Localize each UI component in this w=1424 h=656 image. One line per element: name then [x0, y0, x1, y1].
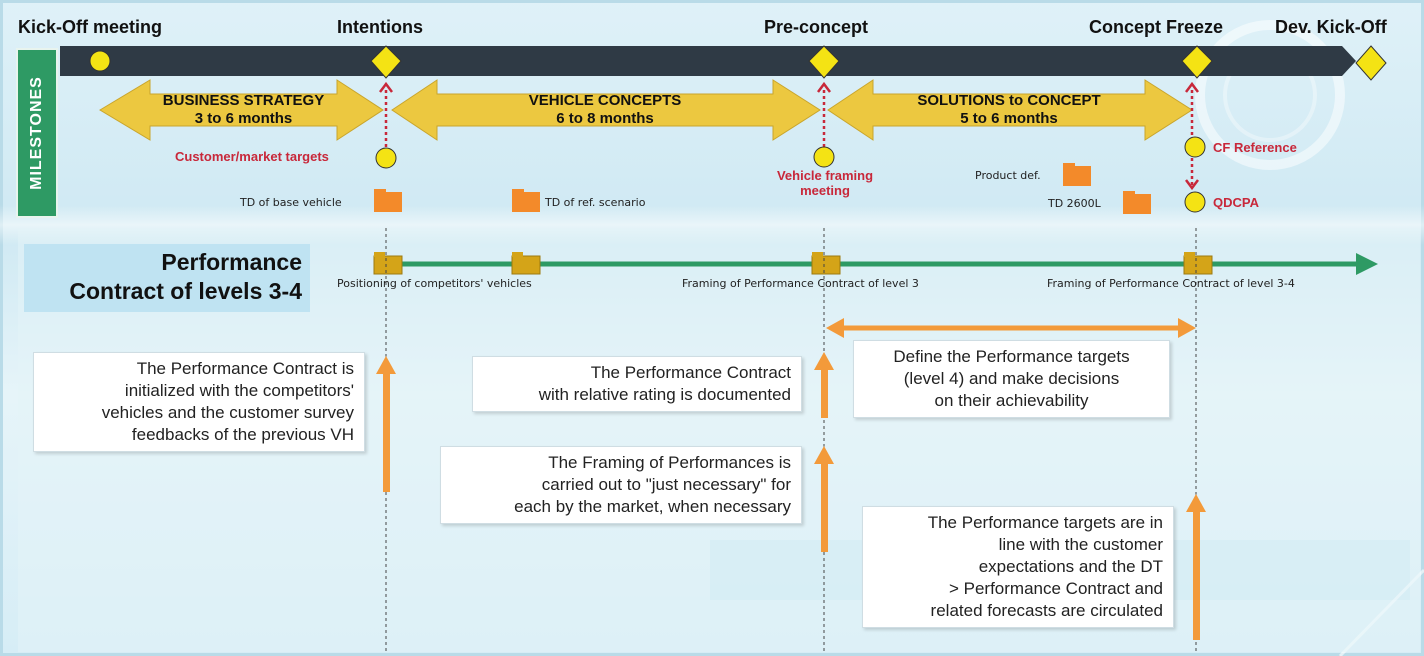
performance-title-line2: Contract of levels 3-4 [69, 278, 302, 304]
folder-td-ref-scenario-icon [512, 189, 540, 212]
orange-up-arrow-intentions [376, 356, 396, 492]
phase-business-strategy-title: BUSINESS STRATEGY [162, 92, 325, 109]
note-define-targets: Define the Performance targets (level 4)… [853, 340, 1170, 418]
note-targets-in-line-line: related forecasts are circulated [930, 601, 1163, 620]
note-initialized-line: initialized with the competitors' [124, 381, 354, 400]
note-documented-line: with relative rating is documented [538, 385, 791, 404]
positioning-label: Positioning of competitors' vehicles [337, 277, 532, 290]
qdcpa-circle [1184, 191, 1206, 213]
note-initialized-line: The Performance Contract is [136, 359, 354, 378]
performance-contract-title: Performance Contract of levels 3-4 [24, 244, 310, 312]
customer-targets-circle [375, 147, 397, 169]
td-2600l-label: TD 2600L [1048, 197, 1101, 210]
milestone-concept-freeze-label: Concept Freeze [1089, 17, 1224, 37]
phase-arrow-business-strategy [99, 79, 384, 141]
qdcpa-label: QDCPA [1213, 195, 1259, 210]
milestone-intentions-label: Intentions [337, 17, 423, 37]
cf-reference-circle [1184, 136, 1206, 158]
orange-double-arrow-right [1178, 318, 1196, 338]
folder-positioning-icon [373, 252, 403, 275]
phase-vehicle-concepts-text: VEHICLE CONCEPTS 6 to 8 months [437, 92, 773, 128]
product-def-label: Product def. [975, 169, 1041, 182]
cf-reference-label: CF Reference [1213, 140, 1297, 155]
phase-business-strategy-text: BUSINESS STRATEGY 3 to 6 months [150, 92, 337, 128]
timeline-bar [60, 46, 1356, 76]
orange-double-arrow-left [826, 318, 844, 338]
phase-business-strategy-duration: 3 to 6 months [194, 110, 293, 127]
note-framing: The Framing of Performances is carried o… [440, 446, 802, 524]
phase-vehicle-concepts-title: VEHICLE CONCEPTS [528, 92, 682, 109]
milestone-dev-kickoff-label: Dev. Kick-Off [1275, 17, 1387, 37]
customer-targets-label: Customer/market targets [175, 149, 329, 164]
td-ref-scenario-label: TD of ref. scenario [545, 196, 646, 209]
note-define-targets-line: on their achievability [934, 391, 1089, 410]
note-define-targets-line: Define the Performance targets [893, 347, 1130, 366]
vehicle-framing-label-line2: meeting [800, 183, 850, 198]
note-targets-in-line: The Performance targets are in line with… [862, 506, 1174, 628]
milestones-section-tab: MILESTONES [16, 48, 58, 218]
performance-title-line1: Performance [161, 249, 302, 275]
dev-kickoff-diamond [1355, 45, 1387, 81]
note-initialized: The Performance Contract is initialized … [33, 352, 365, 452]
note-documented: The Performance Contract with relative r… [472, 356, 802, 412]
concept-freeze-diamond [1181, 45, 1213, 79]
td-base-vehicle-label: TD of base vehicle [240, 196, 342, 209]
vehicle-framing-label-line1: Vehicle framing [776, 168, 874, 183]
orange-up-arrow-preconcept-2 [814, 446, 834, 552]
orange-up-arrow-concept-freeze [1186, 494, 1206, 640]
note-targets-in-line-line: line with the customer [998, 535, 1163, 554]
framing-l3-label: Framing of Performance Contract of level… [682, 277, 919, 290]
phase-vehicle-concepts-duration: 6 to 8 months [556, 110, 654, 127]
folder-td-base-vehicle-icon [374, 189, 402, 212]
folder-competitors-icon [511, 252, 541, 275]
phase-solutions-duration: 5 to 6 months [960, 110, 1058, 127]
note-documented-line: The Performance Contract [590, 363, 791, 382]
folder-framing-l3-icon [811, 252, 841, 275]
folder-td-2600l-icon [1123, 191, 1151, 214]
note-initialized-line: vehicles and the customer survey [101, 403, 354, 422]
note-targets-in-line-line: The Performance targets are in [927, 513, 1163, 532]
phase-solutions-title: SOLUTIONS to CONCEPT [917, 92, 1101, 109]
note-targets-in-line-line: expectations and the DT [978, 557, 1163, 576]
performance-green-arrowhead [1356, 253, 1378, 275]
framing-l34-label: Framing of Performance Contract of level… [1047, 277, 1295, 290]
orange-up-arrow-preconcept-1 [814, 352, 834, 418]
folder-product-def-icon [1063, 163, 1091, 186]
note-framing-line: The Framing of Performances is [548, 453, 791, 472]
vehicle-framing-label: Vehicle framing meeting [765, 168, 885, 198]
preconcept-diamond [808, 45, 840, 79]
note-framing-line: carried out to "just necessary" for [541, 475, 791, 494]
note-define-targets-line: (level 4) and make decisions [903, 369, 1120, 388]
intentions-diamond [370, 45, 402, 79]
kickoff-milestone-circle [89, 50, 111, 72]
folder-framing-l34-icon [1183, 252, 1213, 275]
vehicle-framing-circle [813, 146, 835, 168]
note-targets-in-line-line: > Performance Contract and [948, 579, 1163, 598]
phase-solutions-text: SOLUTIONS to CONCEPT 5 to 6 months [873, 92, 1145, 128]
milestone-kickoff-label: Kick-Off meeting [18, 17, 163, 37]
note-initialized-line: feedbacks of the previous VH [131, 425, 354, 444]
milestone-preconcept-label: Pre-concept [764, 17, 869, 37]
phase-arrow-vehicle-concepts [391, 79, 821, 141]
note-framing-line: each by the market, when necessary [514, 497, 791, 516]
